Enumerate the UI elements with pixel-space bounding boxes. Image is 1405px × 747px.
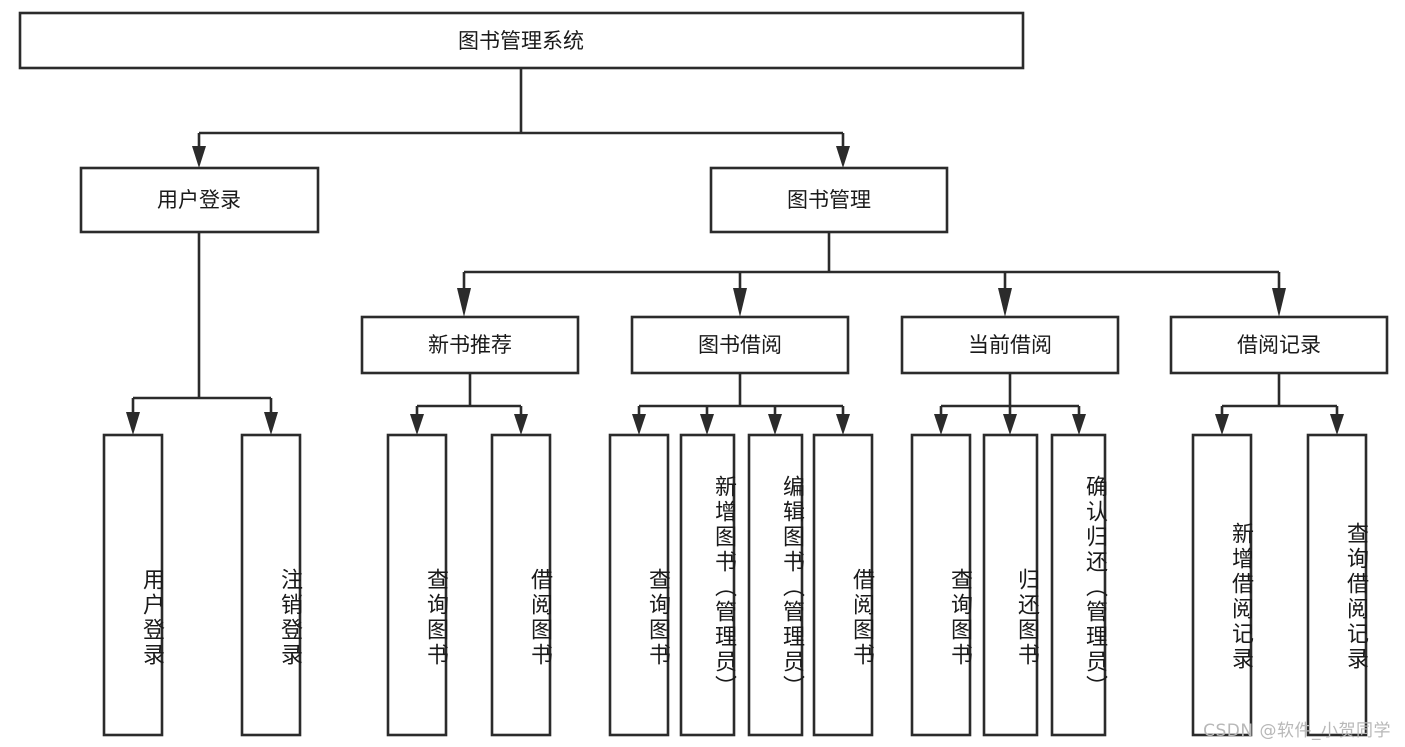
node-book-borrow[interactable]: 图书借阅 [630,315,850,375]
connector-borrow-to-leaves [632,373,850,435]
arrow-head-icon [836,414,850,435]
node-new-book-recommend-label: 新书推荐 [428,333,512,357]
leaf-new-books-1[interactable] [490,433,552,737]
arrow-head-icon [1072,414,1086,435]
leaf-borrow-2[interactable] [747,433,804,737]
arrow-head-icon [1003,414,1017,435]
leaf-current-2[interactable] [1050,433,1107,737]
connector-bookmgmt-to-level3 [457,232,1286,317]
connector-root-to-level2 [192,68,850,168]
connector-records-to-leaves [1215,373,1344,435]
arrow-head-icon [998,288,1012,317]
leaf-borrow-1[interactable] [679,433,736,737]
arrow-head-icon [632,414,646,435]
leaf-borrow-3[interactable] [812,433,874,737]
leaf-new-books-0[interactable] [386,433,448,737]
arrow-head-icon [192,146,206,168]
node-root[interactable]: 图书管理系统 [18,11,1025,70]
arrow-head-icon [457,288,471,317]
arrow-head-icon [514,414,528,435]
leaf-borrow-0[interactable] [608,433,670,737]
arrow-head-icon [1330,414,1344,435]
arrow-head-icon [700,414,714,435]
leaf-records-0[interactable] [1191,433,1253,737]
leaf-current-0[interactable] [910,433,972,737]
connector-current-to-leaves [934,373,1086,435]
leaf-user-login-1[interactable] [240,433,302,737]
node-user-login-label: 用户登录 [157,188,241,212]
arrow-head-icon [1215,414,1229,435]
arrow-head-icon [768,414,782,435]
node-user-login[interactable]: 用户登录 [79,166,320,234]
arrow-head-icon [733,288,747,317]
node-book-borrow-label: 图书借阅 [698,333,782,357]
node-root-label: 图书管理系统 [458,29,584,53]
node-borrow-records-label: 借阅记录 [1237,333,1321,357]
arrow-head-icon [126,412,140,435]
node-borrow-records[interactable]: 借阅记录 [1169,315,1389,375]
node-current-borrow-label: 当前借阅 [968,333,1052,357]
connector-userlogin-to-leaves [126,232,278,435]
node-book-management[interactable]: 图书管理 [709,166,949,234]
node-new-book-recommend[interactable]: 新书推荐 [360,315,580,375]
arrow-head-icon [410,414,424,435]
connector-newbooks-to-leaves [410,373,528,435]
node-current-borrow[interactable]: 当前借阅 [900,315,1120,375]
leaf-records-1[interactable] [1306,433,1368,737]
arrow-head-icon [836,146,850,168]
arrow-head-icon [934,414,948,435]
leaf-current-1[interactable] [982,433,1039,737]
arrow-head-icon [1272,288,1286,317]
node-book-management-label: 图书管理 [787,188,871,212]
arrow-head-icon [264,412,278,435]
leaf-user-login-0[interactable] [102,433,164,737]
